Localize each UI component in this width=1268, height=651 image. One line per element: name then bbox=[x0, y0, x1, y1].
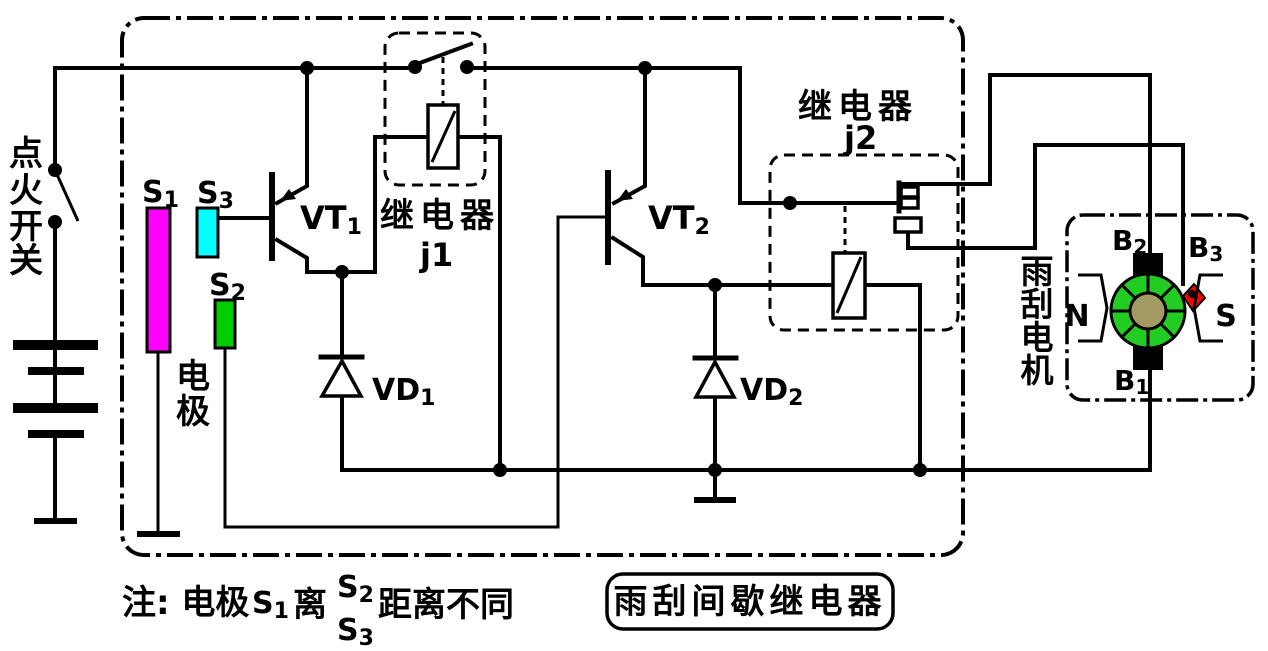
vt1-transistor-symbol bbox=[269, 172, 296, 261]
vd1-diode-symbol bbox=[318, 354, 365, 398]
footnote: 注: 电极 S1 离 S2 S3 距离不同 bbox=[122, 570, 514, 651]
b3-label: B3 bbox=[1188, 231, 1223, 266]
j2-upper-contact-2 bbox=[899, 196, 920, 210]
s2-label: S2 bbox=[209, 268, 246, 306]
svg-text:点: 点 bbox=[9, 134, 43, 174]
wires bbox=[53, 66, 1185, 531]
vd1-triangle bbox=[318, 357, 364, 398]
j1-coil-diagonal bbox=[430, 110, 457, 163]
relay-j2-id: j2 bbox=[842, 119, 877, 157]
electrode-label: 电 极 bbox=[176, 357, 210, 432]
ignition-switch-label: 点 火 开 关 bbox=[9, 134, 43, 281]
vt1-emitter-arrow bbox=[280, 189, 296, 201]
vd2-diode-symbol bbox=[692, 355, 739, 399]
svg-text:极: 极 bbox=[176, 392, 210, 432]
vt2-emitter-wire bbox=[611, 66, 647, 206]
vd1-label: VD1 bbox=[372, 373, 435, 411]
svg-text:S3: S3 bbox=[337, 613, 374, 651]
relay-j2-name: 继电器 bbox=[798, 87, 918, 127]
j2-lower-contact bbox=[893, 216, 923, 234]
vt2-collector-wire bbox=[610, 235, 922, 472]
ignition-switch-blade bbox=[53, 169, 80, 222]
relay-j1-symbol bbox=[383, 31, 487, 187]
rain-electrodes bbox=[145, 206, 237, 354]
j1-contact-blade bbox=[414, 41, 474, 67]
b2-feed-wire bbox=[897, 73, 1152, 256]
svg-text:注: 电极: 注: 电极 bbox=[122, 583, 249, 623]
wiper-motor-symbol bbox=[1065, 213, 1255, 402]
pole-n-label: N bbox=[1064, 299, 1089, 334]
vt1-label: VT1 bbox=[300, 199, 362, 240]
vd2-label: VD2 bbox=[740, 373, 803, 411]
s2-to-vt2-base bbox=[223, 215, 608, 529]
svg-text:S1: S1 bbox=[252, 586, 289, 624]
j2-coil-diagonal bbox=[835, 256, 863, 314]
svg-text:距离不同: 距离不同 bbox=[378, 585, 514, 625]
caption-text: 雨刮间歇继电器 bbox=[614, 582, 887, 622]
b3-feed-wire bbox=[906, 143, 1185, 286]
svg-text:电: 电 bbox=[176, 357, 210, 397]
svg-text:雨: 雨 bbox=[1021, 252, 1054, 291]
vd2-triangle bbox=[693, 358, 737, 399]
vt1-collector-wire bbox=[274, 237, 377, 274]
vt2-emitter-arrow bbox=[617, 189, 633, 201]
relay-j2-box bbox=[768, 153, 960, 332]
svg-text:火: 火 bbox=[9, 171, 43, 211]
svg-text:离: 离 bbox=[293, 585, 327, 625]
svg-text:开: 开 bbox=[9, 207, 43, 247]
caption-border bbox=[605, 572, 895, 631]
svg-text:机: 机 bbox=[1021, 351, 1054, 390]
svg-text:关: 关 bbox=[9, 241, 43, 281]
vt1-emitter-wire bbox=[274, 66, 309, 206]
j2-upper-contact-1 bbox=[899, 185, 920, 199]
relay-j1-name: 继电器 bbox=[380, 196, 500, 236]
battery-symbol bbox=[13, 340, 98, 524]
vt2-transistor-symbol bbox=[605, 170, 633, 265]
svg-text:电: 电 bbox=[1021, 318, 1054, 357]
motor-pole-n-shoe bbox=[1078, 273, 1109, 343]
ground-bus bbox=[340, 366, 1152, 472]
s1-label: S1 bbox=[142, 175, 179, 213]
top-bus-right bbox=[465, 66, 899, 205]
svg-text:刮: 刮 bbox=[1021, 285, 1054, 324]
motor-brush-bottom bbox=[1133, 346, 1163, 370]
b2-label: B2 bbox=[1112, 224, 1147, 259]
text-labels: 点 火 开 关 S1 S3 S2 电 极 VT1 VT2 VD1 VD2 继电器… bbox=[9, 87, 1237, 651]
top-bus-left bbox=[53, 66, 417, 172]
s3-electrode bbox=[195, 206, 220, 259]
vt2-label: VT2 bbox=[648, 199, 710, 240]
motor-pole-s-shoe bbox=[1192, 273, 1223, 343]
relay-unit-border bbox=[120, 16, 965, 557]
motor-box bbox=[1065, 213, 1255, 402]
caption-box: 雨刮间歇继电器 bbox=[605, 572, 895, 631]
motor-core bbox=[1128, 291, 1168, 331]
s1-electrode bbox=[145, 206, 172, 354]
s2-electrode bbox=[213, 298, 237, 350]
pole-s-label: S bbox=[1215, 299, 1237, 334]
motor-brush-b3-dot bbox=[1188, 290, 1196, 298]
s3-label: S3 bbox=[197, 176, 234, 214]
wiper-motor-label: 雨 刮 电 机 bbox=[1021, 252, 1054, 390]
junction-dots bbox=[48, 60, 927, 477]
motor-brush-b3-red bbox=[1181, 282, 1207, 313]
relay-j1-box bbox=[383, 31, 487, 187]
svg-text:S2: S2 bbox=[337, 570, 374, 608]
relay-j1-id: j1 bbox=[418, 236, 453, 274]
relay-j2-symbol bbox=[768, 153, 960, 332]
b1-label: B1 bbox=[1114, 364, 1149, 399]
